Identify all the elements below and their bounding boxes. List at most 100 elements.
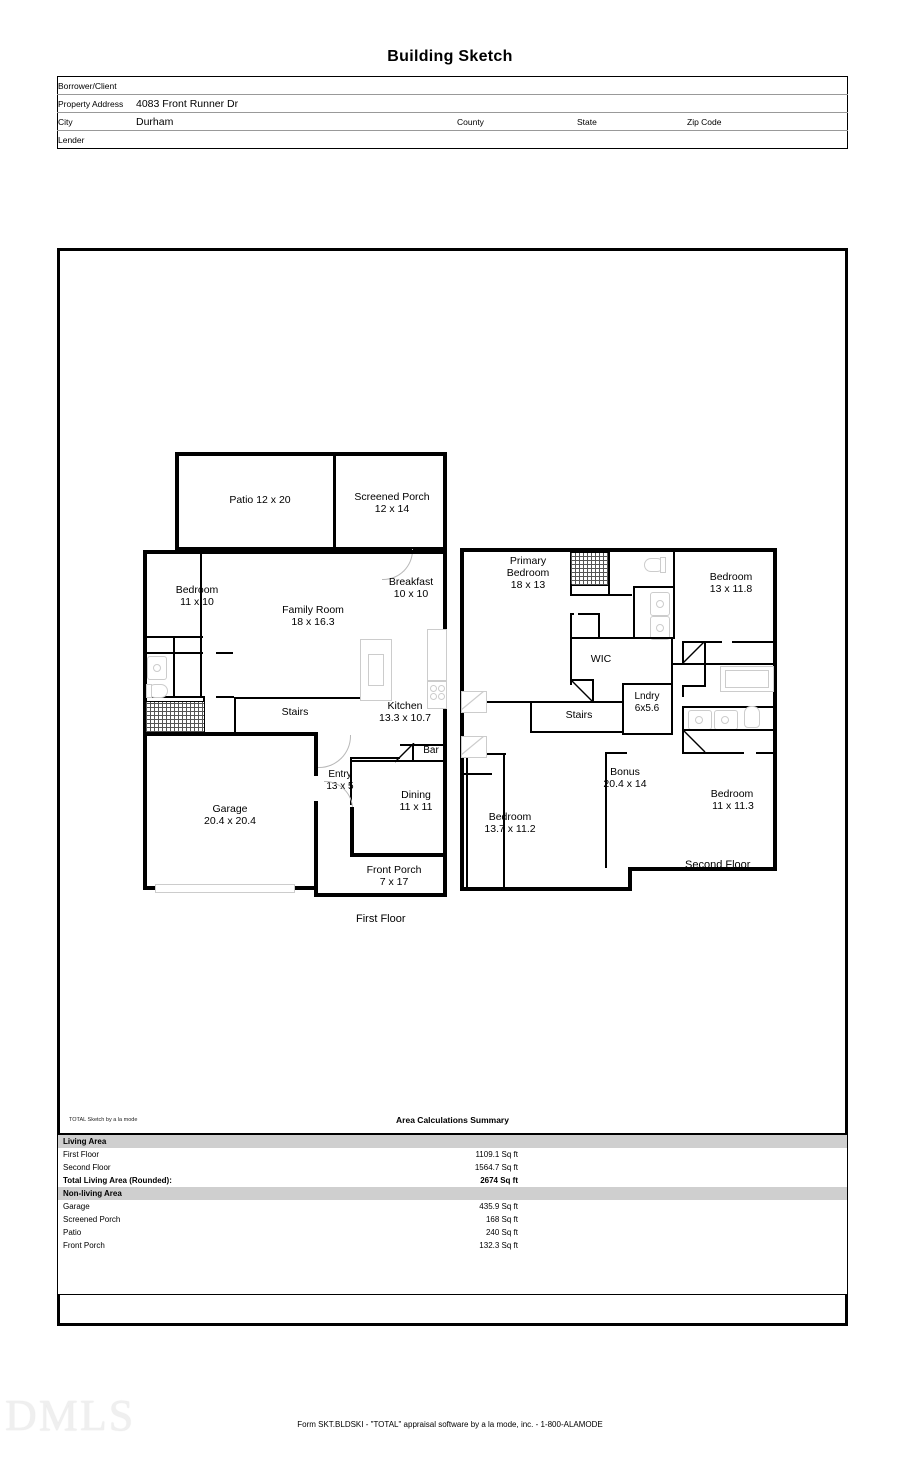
garage-door [155, 884, 295, 893]
wall-stair-box-c [464, 701, 532, 703]
wall-patio-right-div [333, 452, 336, 551]
wall-stair-box-b [592, 679, 594, 703]
area-value-patio: 240 Sq ft [485, 1228, 518, 1237]
room-label-primary-bedroom-1: Primary [509, 555, 547, 567]
vanity-bowl-2-primary [656, 624, 664, 632]
value-lender[interactable] [136, 131, 457, 149]
floor-caption-second: Second Floor [685, 859, 751, 871]
wall-sf-right [773, 548, 777, 871]
area-value-total-living: 2674 Sq ft [480, 1176, 518, 1185]
wall-bar-divider [412, 744, 414, 762]
value-property-address[interactable]: 4083 Front Runner Dr [136, 94, 457, 113]
table-row-second-floor: Second Floor 1564.7 Sq ft [58, 1161, 848, 1174]
wall-stairs-ff-left [234, 697, 236, 735]
vanity-bowl-1-sf [695, 716, 703, 724]
room-label-bedroom-sf-1: Bedroom [709, 571, 753, 583]
value-city[interactable]: Durham [136, 112, 457, 131]
bathtub-inner-sf [725, 670, 769, 688]
wall-dining-right [443, 757, 447, 857]
vanity-bowl-2-sf [721, 716, 729, 724]
wall-bath-g [216, 696, 234, 698]
room-dims-bedroom-sf-3: 11 x 11.3 [712, 800, 754, 812]
section-label-non-living-area: Non-living Area [57, 1187, 393, 1200]
wall-patio-bottom [175, 547, 336, 551]
room-label-entry: Entry [328, 769, 352, 780]
table-row-screened-porch: Screened Porch 168 Sq ft [58, 1213, 848, 1226]
wall-bath-d [145, 652, 203, 654]
wall-bath-b [173, 636, 175, 698]
room-dims-family-room: 18 x 16.3 [291, 616, 335, 628]
toilet-tank-primary [660, 557, 666, 573]
area-summary-title: Area Calculations Summary [396, 1115, 509, 1125]
area-value-front-porch: 132.3 Sq ft [479, 1241, 518, 1250]
room-label-stairs-sf: Stairs [565, 709, 593, 721]
wall-primbath-c [570, 594, 632, 596]
wall-garage-bottom-r [292, 886, 318, 890]
area-calculations-table: Living Area First Floor 1109.1 Sq ft Sec… [57, 1133, 848, 1295]
wall-lndry-top [622, 683, 673, 685]
room-dims-breakfast: 10 x 10 [393, 588, 429, 600]
toilet-icon-sf [744, 706, 760, 728]
room-dims-bedroom-ff: 11 x 10 [180, 596, 214, 608]
footer-form-note: Form SKT.BLDSKI - "TOTAL" appraisal soft… [297, 1420, 603, 1429]
wall-garage-bottom-l [143, 886, 156, 890]
table-row-spacer [58, 1252, 848, 1295]
room-dims-lndry: 6x5.6 [634, 703, 660, 714]
room-label-bedroom-ff: Bedroom [175, 584, 219, 596]
sink-bowl-ff [153, 664, 161, 672]
wall-rbath1-c [682, 685, 684, 697]
wall-sf-top [460, 548, 777, 552]
wall-stairs-sf-bottom [530, 731, 622, 733]
wall-rbath1-left [682, 641, 684, 665]
section-header-living-area: Living Area [57, 1134, 848, 1148]
room-dims-dining: 11 x 11 [399, 801, 433, 813]
wall-wic-closet-c [598, 613, 600, 637]
burner-4 [438, 693, 445, 700]
wall-dining-left [350, 807, 354, 857]
wall-sf-left [460, 548, 464, 891]
stair-diagonal-rbath2 [682, 729, 706, 753]
wall-rbath1-v [704, 641, 706, 687]
wall-bed3-closet-a [464, 773, 492, 775]
closet-diagonal-sf-2 [461, 736, 485, 756]
identification-table: Borrower/Client Property Address 4083 Fr… [57, 76, 848, 149]
wall-porch-front-left [314, 807, 318, 897]
wall-garage-right-a [314, 732, 318, 776]
room-label-wic: WIC [590, 653, 612, 665]
wall-primbath-b [608, 552, 610, 596]
wall-bedroom-right [200, 550, 202, 697]
wall-dining-bottom [350, 853, 447, 857]
room-label-stairs-ff: Stairs [281, 706, 309, 718]
area-label-screened-porch: Screened Porch [63, 1215, 121, 1224]
area-label-patio: Patio [63, 1228, 82, 1237]
wall-primbath-f [570, 637, 673, 639]
wall-sf-bottom-right [628, 867, 777, 871]
wall-rbath1-mid [672, 663, 773, 665]
table-row-total-living-area: Total Living Area (Rounded): 2674 Sq ft [58, 1174, 848, 1187]
wall-rbath2-bot [682, 729, 773, 731]
wall-ff-top [143, 550, 447, 554]
wall-wic-closet-a [570, 613, 574, 615]
wall-bar-bottom [350, 760, 447, 762]
room-label-family-room: Family Room [282, 604, 344, 616]
wall-porch-front-right [443, 853, 447, 897]
wall-rbath1-top [682, 641, 722, 643]
toilet-tank-ff [146, 684, 152, 698]
room-dims-kitchen: 13.3 x 10.7 [379, 712, 431, 724]
table-row-first-floor: First Floor 1109.1 Sq ft [58, 1148, 848, 1161]
wall-bath-f [145, 696, 205, 698]
table-row-city: City Durham County State Zip Code [57, 112, 848, 131]
wall-primbath-d [633, 586, 635, 638]
value-borrower-client[interactable] [136, 76, 457, 95]
wall-rbath2-b2 [682, 752, 744, 754]
room-dims-garage: 20.4 x 20.4 [204, 815, 256, 827]
wall-garage-left [143, 732, 147, 890]
wall-lndry-right [671, 639, 673, 735]
wall-rbath2-top [682, 706, 773, 708]
burner-2 [438, 685, 445, 692]
area-value-first-floor: 1109.1 Sq ft [475, 1150, 518, 1159]
wall-porch-front-bottom [314, 893, 447, 897]
burner-3 [430, 693, 437, 700]
total-sketch-credit: TOTAL Sketch by a la mode [69, 1117, 138, 1123]
room-dims-primary-bedroom: 18 x 13 [510, 579, 546, 591]
